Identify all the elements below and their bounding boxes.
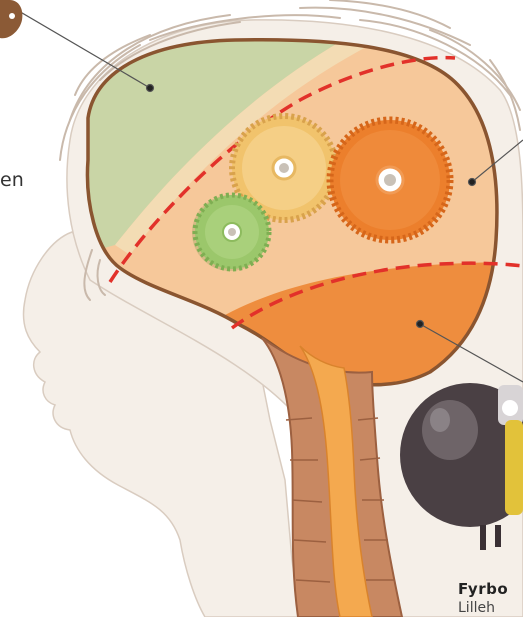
character-top-left-partial	[0, 0, 22, 38]
leader-dot-cortex	[147, 85, 154, 92]
partial-label-bottom-title: Fyrbo	[458, 580, 508, 598]
partial-label-left: en	[0, 169, 24, 191]
leader-dot-upper	[469, 179, 476, 186]
gear-green	[192, 195, 269, 271]
gear-orange	[330, 120, 450, 240]
leader-dot-lower	[417, 321, 424, 328]
partial-label-bottom-sub: Lilleh	[458, 600, 495, 616]
